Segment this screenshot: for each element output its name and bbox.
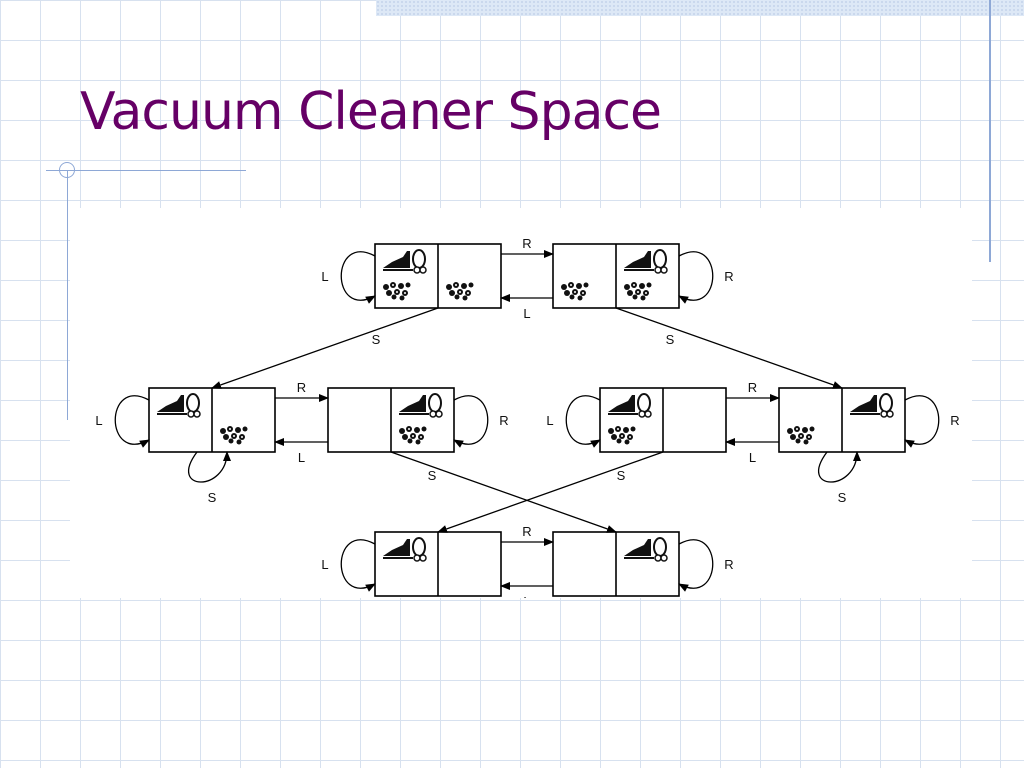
state-5 bbox=[599, 387, 727, 453]
label-loop-right-4: R bbox=[499, 413, 508, 428]
loop-right-8 bbox=[678, 539, 714, 592]
label-loop-right-8: R bbox=[724, 557, 733, 572]
title-underline-rule bbox=[46, 170, 246, 171]
title-ring-ornament bbox=[59, 162, 75, 178]
loop-left-7 bbox=[340, 539, 376, 592]
label-right-5: R bbox=[748, 380, 757, 395]
label-loop-suck-6: S bbox=[838, 490, 847, 505]
top-decor-bar bbox=[376, 0, 1024, 16]
label-suck-5-7: S bbox=[617, 468, 626, 483]
state-1 bbox=[374, 243, 502, 309]
label-loop-right-6: R bbox=[950, 413, 959, 428]
label-right-7: R bbox=[522, 524, 531, 539]
state-7 bbox=[374, 531, 502, 597]
label-suck-4-8: S bbox=[428, 468, 437, 483]
loop-right-2 bbox=[678, 251, 714, 304]
label-loop-left-7: L bbox=[321, 557, 328, 572]
states-layer bbox=[148, 243, 906, 597]
state-6 bbox=[778, 387, 906, 453]
state-4 bbox=[327, 387, 455, 453]
edge-suck-2-6 bbox=[615, 307, 843, 389]
label-loop-suck-3: S bbox=[208, 490, 217, 505]
label-loop-left-5: L bbox=[546, 413, 553, 428]
label-left-3: L bbox=[298, 450, 305, 465]
loop-left-3 bbox=[114, 395, 150, 448]
label-suck-1-3: S bbox=[372, 332, 381, 347]
label-suck-2-6: S bbox=[666, 332, 675, 347]
loop-right-4 bbox=[453, 395, 489, 448]
label-left-1: L bbox=[523, 306, 530, 321]
slide-title: Vacuum Cleaner Space bbox=[80, 82, 662, 142]
state-space-diagram: R L R L R L R L L L L L R R R R S S S S S S bbox=[70, 208, 972, 598]
label-left-7: L bbox=[523, 594, 530, 598]
loop-right-6 bbox=[904, 395, 940, 448]
label-loop-right-2: R bbox=[724, 269, 733, 284]
right-accent-rule bbox=[989, 0, 991, 262]
state-2 bbox=[552, 243, 680, 309]
loop-suck-3 bbox=[188, 451, 231, 483]
edge-suck-4-8 bbox=[390, 451, 617, 533]
label-loop-left-3: L bbox=[95, 413, 102, 428]
label-right-3: R bbox=[297, 380, 306, 395]
label-right-1: R bbox=[522, 236, 531, 251]
edge-suck-1-3 bbox=[211, 307, 439, 389]
left-accent-rule bbox=[67, 170, 68, 420]
edge-suck-5-7 bbox=[437, 451, 664, 533]
label-left-5: L bbox=[749, 450, 756, 465]
state-8 bbox=[552, 531, 680, 597]
loop-left-5 bbox=[565, 395, 601, 448]
label-loop-left-1: L bbox=[321, 269, 328, 284]
state-3 bbox=[148, 387, 276, 453]
edges-layer bbox=[114, 250, 940, 592]
labels-layer: R L R L R L R L L L L L R R R R S S S S S S bbox=[95, 236, 959, 598]
state-space-svg: R L R L R L R L L L L L R R R R S S S S S S bbox=[95, 236, 959, 598]
loop-suck-6 bbox=[818, 451, 861, 483]
loop-left-1 bbox=[340, 251, 376, 304]
